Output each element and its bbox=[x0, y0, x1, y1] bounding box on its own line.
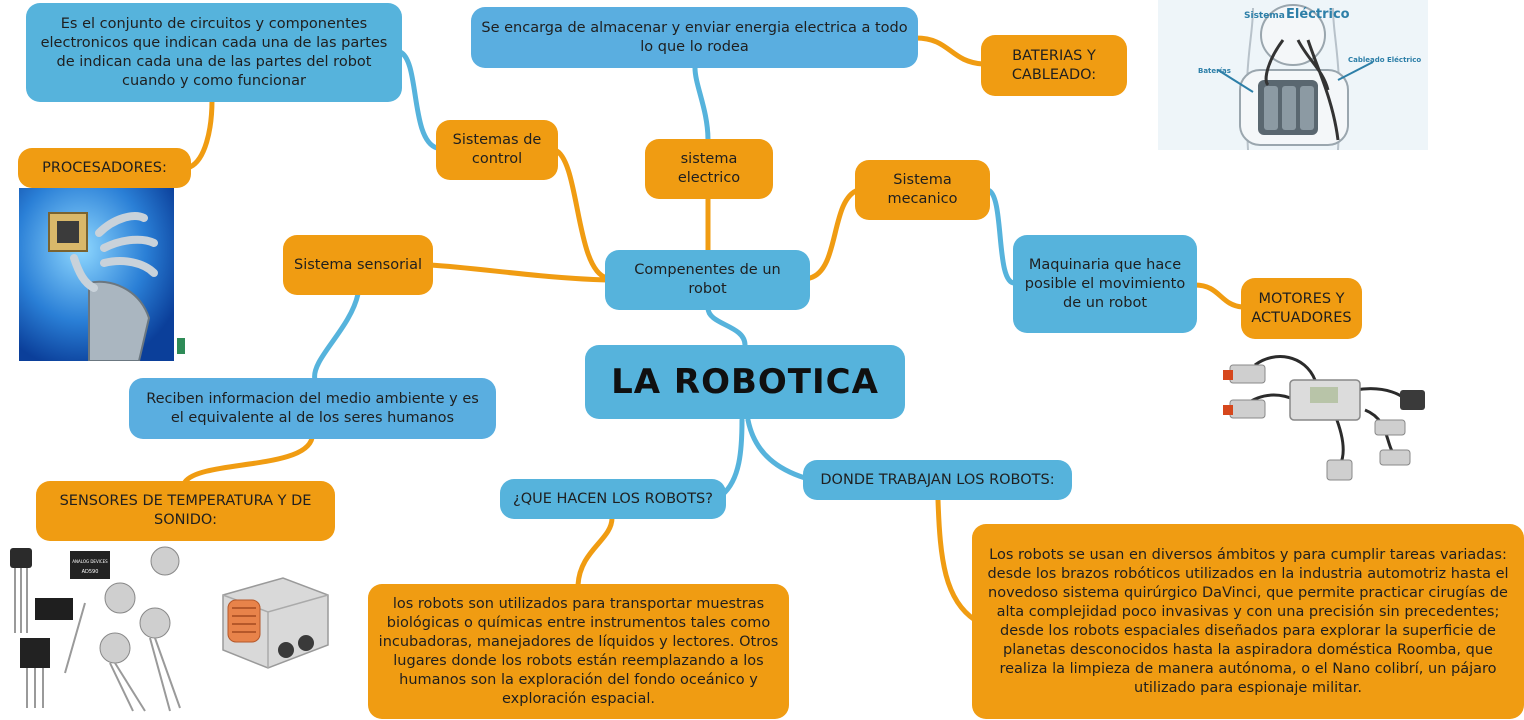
electrical-title-b: Eléctrico bbox=[1286, 7, 1350, 22]
link-electrico-baterias bbox=[913, 35, 986, 67]
node-sistema-electrico[interactable]: sistema electrico bbox=[645, 139, 773, 199]
link-center-donde bbox=[745, 417, 808, 481]
node-sensorial-desc[interactable]: Reciben informacion del medio ambiente y… bbox=[129, 378, 496, 439]
sensors-illustration: ANALOG DEVICES AD590 bbox=[10, 546, 181, 712]
motors-kit-image bbox=[1215, 345, 1430, 485]
link-sensorial-sensores bbox=[182, 435, 315, 485]
node-procesadores[interactable]: PROCESADORES: bbox=[18, 148, 191, 188]
link-donde-desc bbox=[935, 497, 978, 623]
link-control-desc bbox=[397, 49, 440, 151]
node-control-desc[interactable]: Es el conjunto de circuitos y componente… bbox=[26, 3, 402, 102]
link-componentes-control bbox=[552, 147, 610, 281]
central-title[interactable]: LA ROBOTICA bbox=[585, 345, 905, 419]
motors-kit-illustration bbox=[1223, 355, 1425, 481]
electrical-system-illustration: Sistema Eléctrico Baterías Cableado Eléc… bbox=[1158, 0, 1428, 150]
node-baterias[interactable]: BATERIAS Y CABLEADO: bbox=[981, 35, 1127, 96]
link-electrico-desc bbox=[692, 65, 711, 143]
processor-robot-hand-image bbox=[19, 188, 187, 361]
sound-sensor-illustration bbox=[222, 577, 329, 669]
robot-hand-illustration bbox=[19, 188, 187, 361]
electrical-system-image: Sistema Eléctrico Baterías Cableado Eléc… bbox=[1158, 0, 1428, 150]
electrical-label-right: Cableado Eléctrico bbox=[1348, 56, 1421, 64]
node-que-hacen[interactable]: ¿QUE HACEN LOS ROBOTS? bbox=[500, 479, 726, 519]
node-componentes[interactable]: Compenentes de un robot bbox=[605, 250, 810, 310]
link-sensorial-desc bbox=[312, 291, 361, 383]
link-componentes-mecanico bbox=[807, 187, 861, 281]
node-motores[interactable]: MOTORES Y ACTUADORES bbox=[1241, 278, 1362, 339]
node-sistema-control[interactable]: Sistemas de control bbox=[436, 120, 558, 180]
link-mecanico-motores bbox=[1192, 282, 1245, 310]
node-que-hacen-desc[interactable]: los robots son utilizados para transport… bbox=[368, 584, 789, 719]
electrical-label-left: Baterías bbox=[1198, 67, 1231, 75]
node-sistema-sensorial[interactable]: Sistema sensorial bbox=[283, 235, 433, 295]
node-donde-trabajan[interactable]: DONDE TRABAJAN LOS ROBOTS: bbox=[803, 460, 1072, 500]
link-mecanico-desc bbox=[985, 187, 1018, 286]
link-componentes-sensorial bbox=[427, 262, 610, 283]
link-center-quehacen bbox=[719, 417, 745, 498]
node-sistema-mecanico[interactable]: Sistema mecanico bbox=[855, 160, 990, 220]
chip-label: ANALOG DEVICES bbox=[72, 559, 108, 564]
node-donde-desc[interactable]: Los robots se usan en diversos ámbitos y… bbox=[972, 524, 1524, 719]
link-componentes-center bbox=[705, 305, 748, 348]
node-sensores[interactable]: SENSORES DE TEMPERATURA Y DE SONIDO: bbox=[36, 481, 335, 541]
chip-part: AD590 bbox=[82, 569, 99, 575]
electrical-title-a: Sistema bbox=[1244, 11, 1285, 21]
link-control-procesadores bbox=[187, 97, 215, 170]
link-quehacen-desc bbox=[575, 515, 615, 588]
node-electrico-desc[interactable]: Se encarga de almacenar y enviar energia… bbox=[471, 7, 918, 68]
node-mecanico-desc[interactable]: Maquinaria que hace posible el movimient… bbox=[1013, 235, 1197, 333]
sensors-image: ANALOG DEVICES AD590 bbox=[5, 543, 190, 715]
sound-sensor-image bbox=[208, 570, 338, 675]
